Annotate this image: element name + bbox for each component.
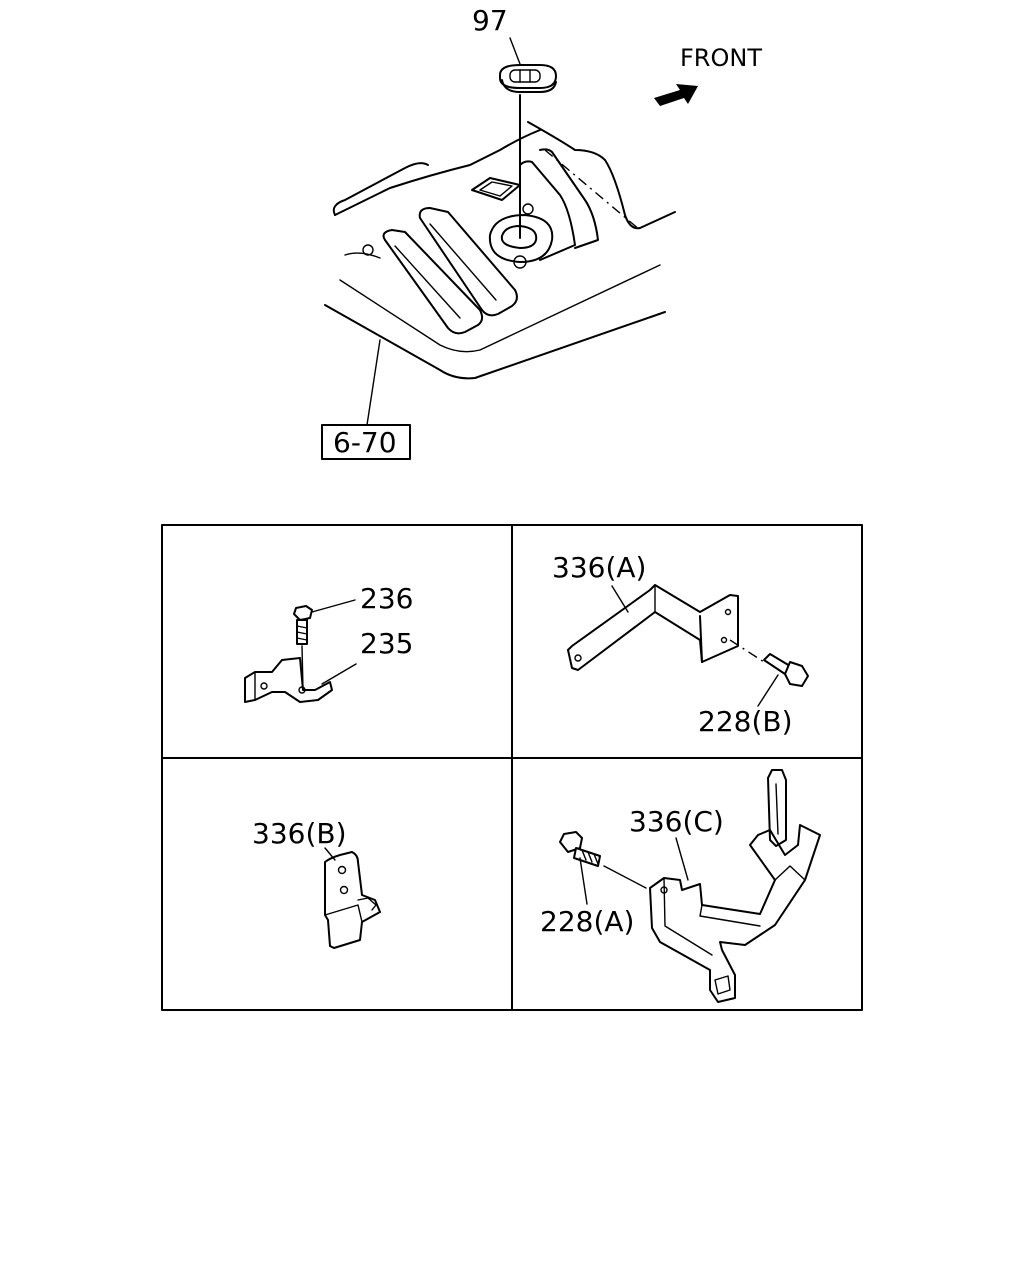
callout-236: 236: [360, 582, 413, 615]
callout-97: 97: [472, 4, 508, 37]
ref-box: [321, 424, 411, 460]
bracket-336b-part: [324, 847, 381, 949]
callout-235: 235: [360, 627, 413, 660]
bolt-228b-part: [729, 639, 809, 707]
bracket-336a-part: [567, 584, 739, 671]
grommet-part: [499, 37, 557, 239]
callout-6-70: 6-70: [333, 426, 397, 459]
callout-228b: 228(B): [698, 705, 793, 738]
callout-336c: 336(C): [629, 805, 724, 838]
floor-panel: [324, 121, 676, 380]
front-arrow-icon: [654, 84, 698, 106]
bolt-236-part: [293, 599, 356, 691]
callout-336b: 336(B): [252, 817, 347, 850]
callout-336a: 336(A): [552, 551, 646, 584]
callout-228a: 228(A): [540, 905, 634, 938]
bracket-336c-part: [649, 769, 821, 1003]
bolt-228a-part: [559, 831, 647, 905]
bracket-235-part: [244, 657, 357, 703]
detail-grid: [161, 524, 863, 1011]
front-label: FRONT: [680, 44, 762, 72]
